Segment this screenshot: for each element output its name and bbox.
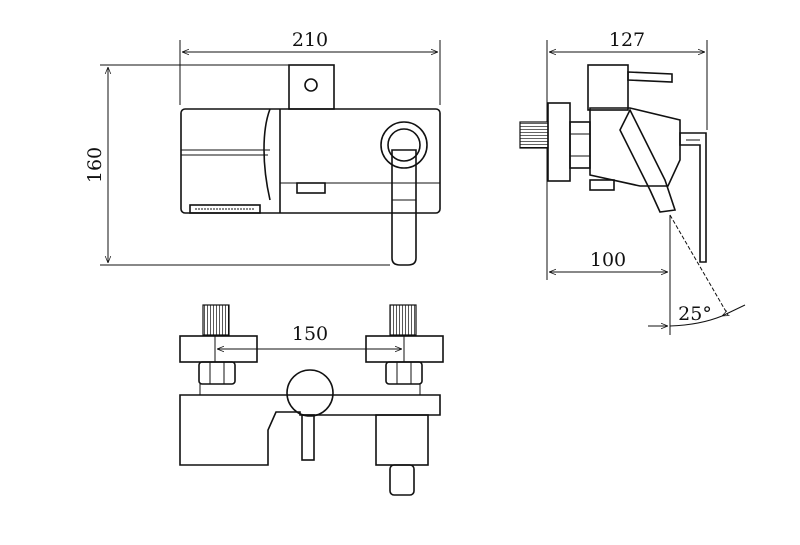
side-spout — [619, 108, 677, 213]
side-top-lever — [627, 71, 673, 83]
dimension-depth-127: 127 — [546, 29, 708, 180]
front-top-hole — [304, 78, 318, 92]
top-main-body — [179, 394, 441, 466]
top-hex-nut-right — [385, 361, 423, 385]
front-bottom-nub — [296, 182, 326, 194]
top-lever-stem — [301, 414, 315, 461]
front-handle-inner-circle — [387, 128, 421, 162]
front-view: 210 160 — [84, 29, 441, 266]
dimension-label-210: 210 — [292, 29, 328, 51]
front-lever — [391, 149, 417, 266]
front-main-body — [180, 108, 441, 214]
dimension-label-160: 160 — [84, 147, 106, 183]
front-handle-rosette — [380, 121, 428, 169]
front-top-block — [288, 64, 335, 110]
top-view: 150 — [179, 304, 444, 496]
side-bottom-nub — [589, 179, 615, 191]
dimension-label-150: 150 — [292, 323, 328, 345]
dimension-angle-25: 25° — [648, 214, 746, 326]
side-wall-flange — [547, 102, 571, 182]
top-cartridge-block — [375, 414, 429, 466]
top-hex-nut-left — [198, 361, 236, 385]
side-hex-nut — [569, 121, 591, 169]
side-top-cartridge — [587, 64, 629, 111]
side-body — [589, 107, 681, 187]
dimension-projection-100: 100 — [546, 180, 671, 335]
top-inlet-left-thread — [202, 304, 230, 336]
front-aerator — [189, 204, 261, 214]
side-lever — [679, 132, 707, 263]
side-view: 127 100 25° — [519, 29, 746, 335]
dimension-spacing-150: 150 — [214, 323, 405, 362]
dimension-height-160: 160 — [84, 64, 390, 266]
top-inlet-right-thread — [389, 304, 417, 336]
dimension-label-25-degrees: 25° — [678, 303, 712, 325]
top-lever — [389, 464, 415, 496]
side-threaded-inlet — [519, 121, 549, 149]
dimension-label-100: 100 — [590, 249, 626, 271]
dimension-width-210: 210 — [179, 29, 441, 105]
dimension-label-127: 127 — [609, 29, 645, 51]
top-handle-rosette — [286, 369, 334, 417]
